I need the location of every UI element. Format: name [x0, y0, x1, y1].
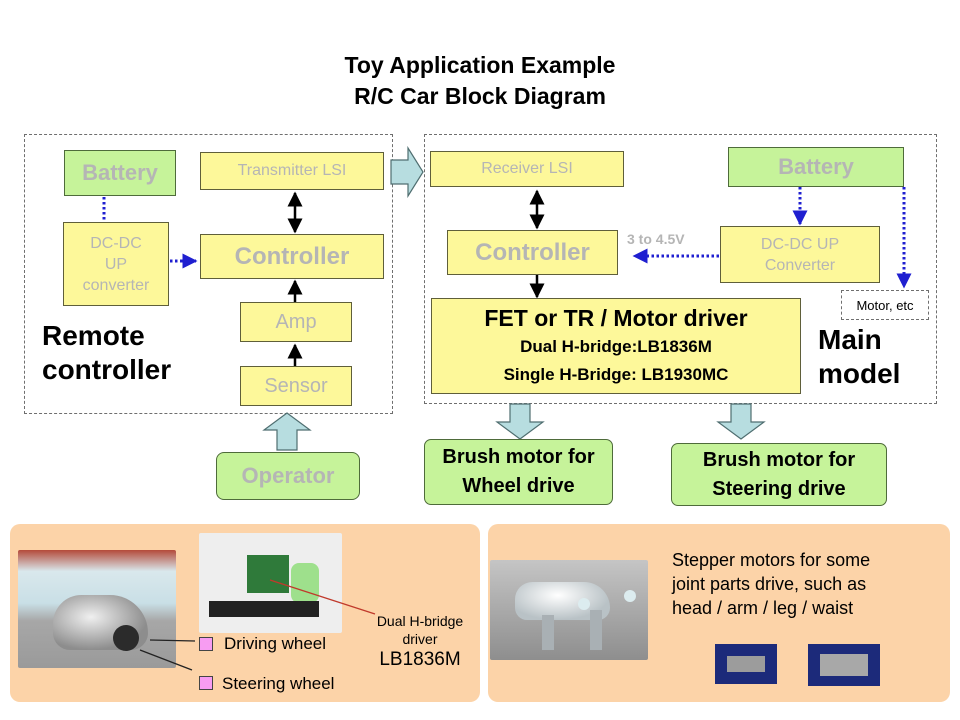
- motor-driver-block: FET or TR / Motor driver Dual H-bridge:L…: [431, 298, 801, 394]
- transmit-arrow: [390, 145, 424, 199]
- remote-dcdc-line-1: DC-DC: [90, 234, 142, 252]
- ic-chip-photo-1: [715, 644, 777, 684]
- main-dcdc-block: DC-DC UP Converter: [720, 226, 880, 283]
- remote-controller-group: [24, 134, 393, 414]
- driver-caption: Dual H-bridge driver LB1836M: [360, 612, 480, 672]
- sensor-block: Sensor: [240, 366, 352, 406]
- callout-steering-wheel: [139, 649, 193, 671]
- joint-marker-1: [578, 598, 590, 610]
- toy-car-photo: [18, 550, 176, 668]
- remote-battery-label: Battery: [82, 160, 158, 185]
- stepper-caption-line-3: head / arm / leg / waist: [672, 598, 854, 618]
- driver-caption-line-2: driver: [402, 631, 438, 647]
- main-model-group-label: Main model: [818, 323, 900, 391]
- steering-motor-line-1: Brush motor for: [702, 448, 856, 471]
- callout-driver-chip: [269, 579, 376, 615]
- sensor-label: Sensor: [264, 374, 328, 397]
- wheel-motor-block: Brush motor for Wheel drive: [424, 439, 613, 505]
- main-model-group: [424, 134, 937, 404]
- main-dcdc-line-1: DC-DC UP: [760, 235, 840, 253]
- driving-wheel-swatch: [199, 637, 213, 651]
- main-model-label-line-1: Main: [818, 324, 882, 355]
- chassis-frame-image: [209, 601, 319, 617]
- motor-driver-line-2: Dual H-bridge:LB1836M: [520, 337, 712, 356]
- robot-leg-rear-image: [590, 610, 602, 650]
- receiver-lsi-block: Receiver LSI: [430, 151, 624, 187]
- steering-motor-block: Brush motor for Steering drive: [671, 443, 887, 506]
- remote-controller-label-line-1: Remote: [42, 320, 145, 351]
- main-battery-block: Battery: [728, 147, 904, 187]
- remote-dcdc-block: DC-DC UP converter: [63, 222, 169, 306]
- motor-driver-line-3: Single H-Bridge: LB1930MC: [503, 365, 729, 384]
- joint-marker-2: [624, 590, 636, 602]
- main-controller-block: Controller: [447, 230, 618, 275]
- remote-dcdc-line-2: UP: [104, 255, 128, 273]
- driver-caption-line-3: LB1836M: [379, 649, 461, 670]
- remote-battery-block: Battery: [64, 150, 176, 196]
- voltage-label: 3 to 4.5V: [627, 231, 685, 247]
- amp-label: Amp: [275, 310, 317, 333]
- ic-chip-2-image: [820, 654, 868, 676]
- steering-motor-line-2: Steering drive: [712, 477, 846, 500]
- pcb-image: [247, 555, 289, 593]
- callout-driving-wheel: [149, 639, 196, 642]
- operator-label: Operator: [241, 463, 335, 488]
- receiver-lsi-label: Receiver LSI: [481, 160, 573, 177]
- car-wheel-image: [113, 625, 139, 651]
- amp-block: Amp: [240, 302, 352, 342]
- remote-dcdc-line-3: converter: [82, 276, 150, 294]
- transmitter-lsi-block: Transmitter LSI: [200, 152, 384, 190]
- main-battery-label: Battery: [778, 154, 854, 179]
- steering-wheel-legend: Steering wheel: [222, 674, 335, 693]
- motor-etc-label: Motor, etc: [856, 297, 914, 313]
- main-dcdc-line-2: Converter: [764, 256, 836, 274]
- operator-arrow: [262, 412, 312, 451]
- remote-controller-label: Controller: [234, 242, 350, 270]
- driver-caption-line-1: Dual H-bridge: [376, 613, 464, 629]
- main-model-label-line-2: model: [818, 358, 901, 389]
- robot-dog-photo: [490, 560, 648, 660]
- steering-wheel-swatch: [199, 676, 213, 690]
- ic-chip-photo-2: [808, 644, 880, 686]
- output-arrow-steering: [716, 403, 766, 440]
- stepper-caption-line-1: Stepper motors for some: [672, 550, 871, 570]
- robot-leg-front-image: [542, 615, 554, 650]
- motor-etc-block: Motor, etc: [841, 290, 929, 320]
- remote-controller-group-label: Remote controller: [42, 319, 171, 387]
- battery-pack-image: [291, 563, 319, 603]
- stepper-caption-line-2: joint parts drive, such as: [672, 574, 867, 594]
- output-arrow-wheel: [495, 403, 545, 440]
- remote-controller-label-line-2: controller: [42, 354, 172, 385]
- remote-controller-block: Controller: [200, 234, 384, 279]
- motor-driver-line-1: FET or TR / Motor driver: [484, 305, 748, 331]
- wheel-motor-line-1: Brush motor for: [442, 446, 595, 468]
- wheel-motor-line-2: Wheel drive: [462, 475, 575, 497]
- stepper-caption: Stepper motors for some joint parts driv…: [672, 548, 870, 620]
- ic-chip-1-image: [727, 656, 765, 672]
- car-chassis-photo: [199, 533, 342, 633]
- driving-wheel-legend: Driving wheel: [224, 634, 327, 653]
- operator-block: Operator: [216, 452, 360, 500]
- transmitter-lsi-label: Transmitter LSI: [237, 162, 347, 179]
- title-line-2: R/C Car Block Diagram: [354, 83, 606, 109]
- title-line-1: Toy Application Example: [344, 52, 616, 78]
- main-controller-label: Controller: [475, 238, 590, 266]
